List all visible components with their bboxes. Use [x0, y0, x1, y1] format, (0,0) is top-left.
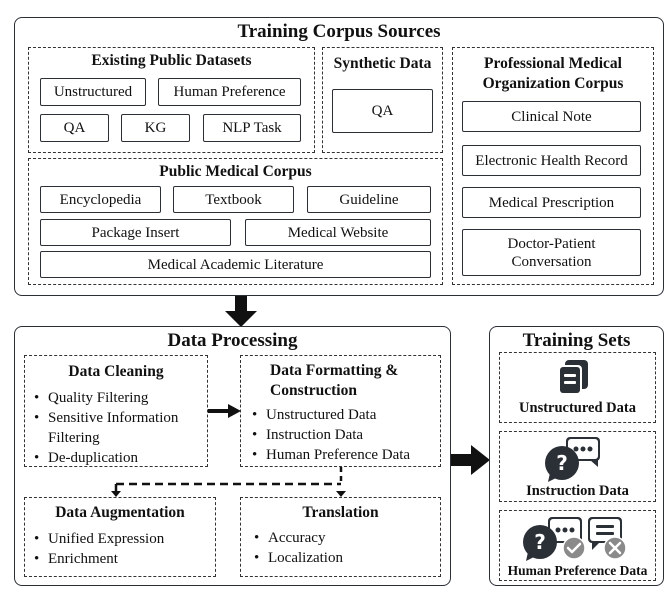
training-sets-panel [489, 326, 664, 586]
dashed-connector [111, 467, 346, 497]
corpus-clinical-note: Clinical Note [462, 101, 641, 132]
data-formatting-list: Unstructured Data Instruction Data Human… [248, 405, 438, 465]
formatting-item: Instruction Data [248, 425, 438, 445]
existing-public-datasets-title: Existing Public Datasets [91, 52, 252, 69]
dataset-unstructured: Unstructured [40, 78, 146, 106]
training-corpus-sources-panel [14, 17, 664, 296]
translation-title: Translation [302, 504, 379, 521]
corpus-doctor-patient-conversation: Doctor-Patient Conversation [462, 229, 641, 276]
arrow-right-large-icon [451, 445, 490, 475]
training-set-human-preference: ? Human Preference Data [499, 510, 656, 581]
dataset-human-preference: Human Preference [158, 78, 301, 106]
training-set-label: Instruction Data [526, 483, 629, 499]
data-formatting-title: Data Formatting & Construction [270, 361, 398, 401]
training-set-label: Human Preference Data [507, 563, 648, 578]
data-formatting-group [240, 355, 441, 467]
translation-group [240, 497, 441, 577]
augmentation-item: Enrichment [30, 549, 214, 569]
question-chat-icon: ? [545, 437, 600, 482]
translation-item: Accuracy [250, 528, 438, 548]
augmentation-item: Unified Expression [30, 529, 214, 549]
training-sets-title: Training Sets [522, 330, 631, 351]
existing-public-datasets-group [28, 47, 315, 153]
translation-item: Localization [250, 548, 438, 568]
data-processing-panel [14, 326, 451, 586]
data-cleaning-title: Data Cleaning [68, 363, 164, 380]
data-cleaning-list: Quality Filtering Sensitive Information … [30, 388, 206, 468]
professional-title-line2: Organization Corpus [482, 75, 624, 92]
translation-list: Accuracy Localization [250, 528, 438, 568]
data-augmentation-list: Unified Expression Enrichment [30, 529, 214, 569]
cleaning-item: De-duplication [30, 448, 206, 468]
corpus-textbook: Textbook [173, 186, 294, 213]
arrow-down-icon [225, 296, 257, 327]
cleaning-item: Quality Filtering [30, 388, 206, 408]
dataset-nlp-task: NLP Task [203, 114, 301, 142]
corpus-encyclopedia: Encyclopedia [40, 186, 161, 213]
training-corpus-sources-title: Training Corpus Sources [237, 21, 441, 42]
dataset-kg: KG [121, 114, 190, 142]
svg-text:?: ? [556, 451, 568, 475]
preference-chat-icon: ? [523, 517, 627, 561]
professional-title-line1: Professional Medical [484, 55, 622, 72]
data-processing-title: Data Processing [167, 330, 298, 351]
formatting-title-line2: Construction [270, 382, 357, 399]
training-set-unstructured: Unstructured Data [499, 352, 656, 423]
training-set-instruction: ? Instruction Data [499, 431, 656, 502]
formatting-item: Human Preference Data [248, 445, 438, 465]
cleaning-item: Sensitive Information Filtering [30, 408, 206, 448]
professional-medical-corpus-group [452, 47, 654, 285]
corpus-guideline: Guideline [307, 186, 431, 213]
synthetic-qa: QA [332, 89, 433, 133]
data-augmentation-group [24, 497, 216, 577]
public-medical-corpus-title: Public Medical Corpus [159, 163, 312, 180]
formatting-title-line1: Data Formatting & [270, 362, 399, 379]
synthetic-data-title: Synthetic Data [333, 55, 432, 72]
public-medical-corpus-group [28, 158, 443, 285]
training-set-label: Unstructured Data [519, 400, 636, 416]
corpus-electronic-health-record: Electronic Health Record [462, 145, 641, 176]
svg-text:?: ? [534, 530, 546, 554]
formatting-item: Unstructured Data [248, 405, 438, 425]
corpus-medical-prescription: Medical Prescription [462, 187, 641, 218]
arrow-right-icon [208, 404, 241, 418]
corpus-package-insert: Package Insert [40, 219, 231, 246]
corpus-medical-website: Medical Website [245, 219, 431, 246]
data-augmentation-title: Data Augmentation [55, 504, 185, 521]
dataset-qa: QA [40, 114, 109, 142]
synthetic-data-group [322, 47, 443, 153]
professional-medical-corpus-title: Professional Medical Organization Corpus [452, 54, 654, 94]
documents-icon [558, 360, 588, 395]
corpus-medical-academic-literature: Medical Academic Literature [40, 251, 431, 278]
